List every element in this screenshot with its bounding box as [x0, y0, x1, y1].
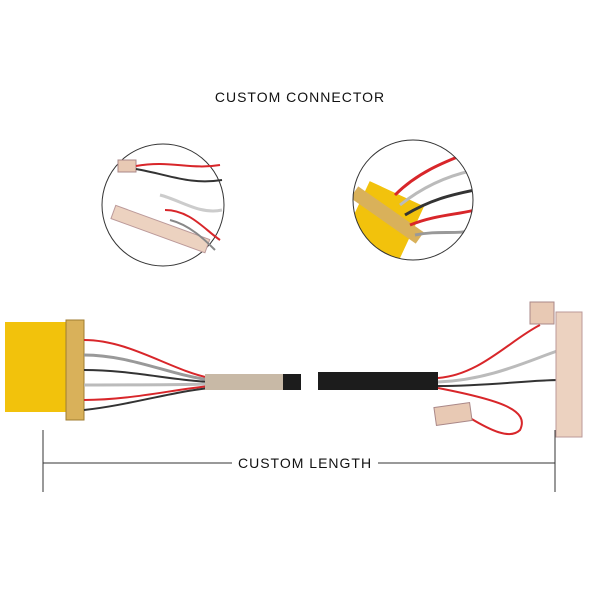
detail-circle-right	[352, 139, 474, 261]
custom-length-caption: CUSTOM LENGTH	[232, 455, 379, 471]
custom-connector-caption: CUSTOM CONNECTOR	[214, 89, 386, 105]
detail-circle-left	[101, 143, 225, 267]
lvds-cable	[5, 301, 583, 438]
